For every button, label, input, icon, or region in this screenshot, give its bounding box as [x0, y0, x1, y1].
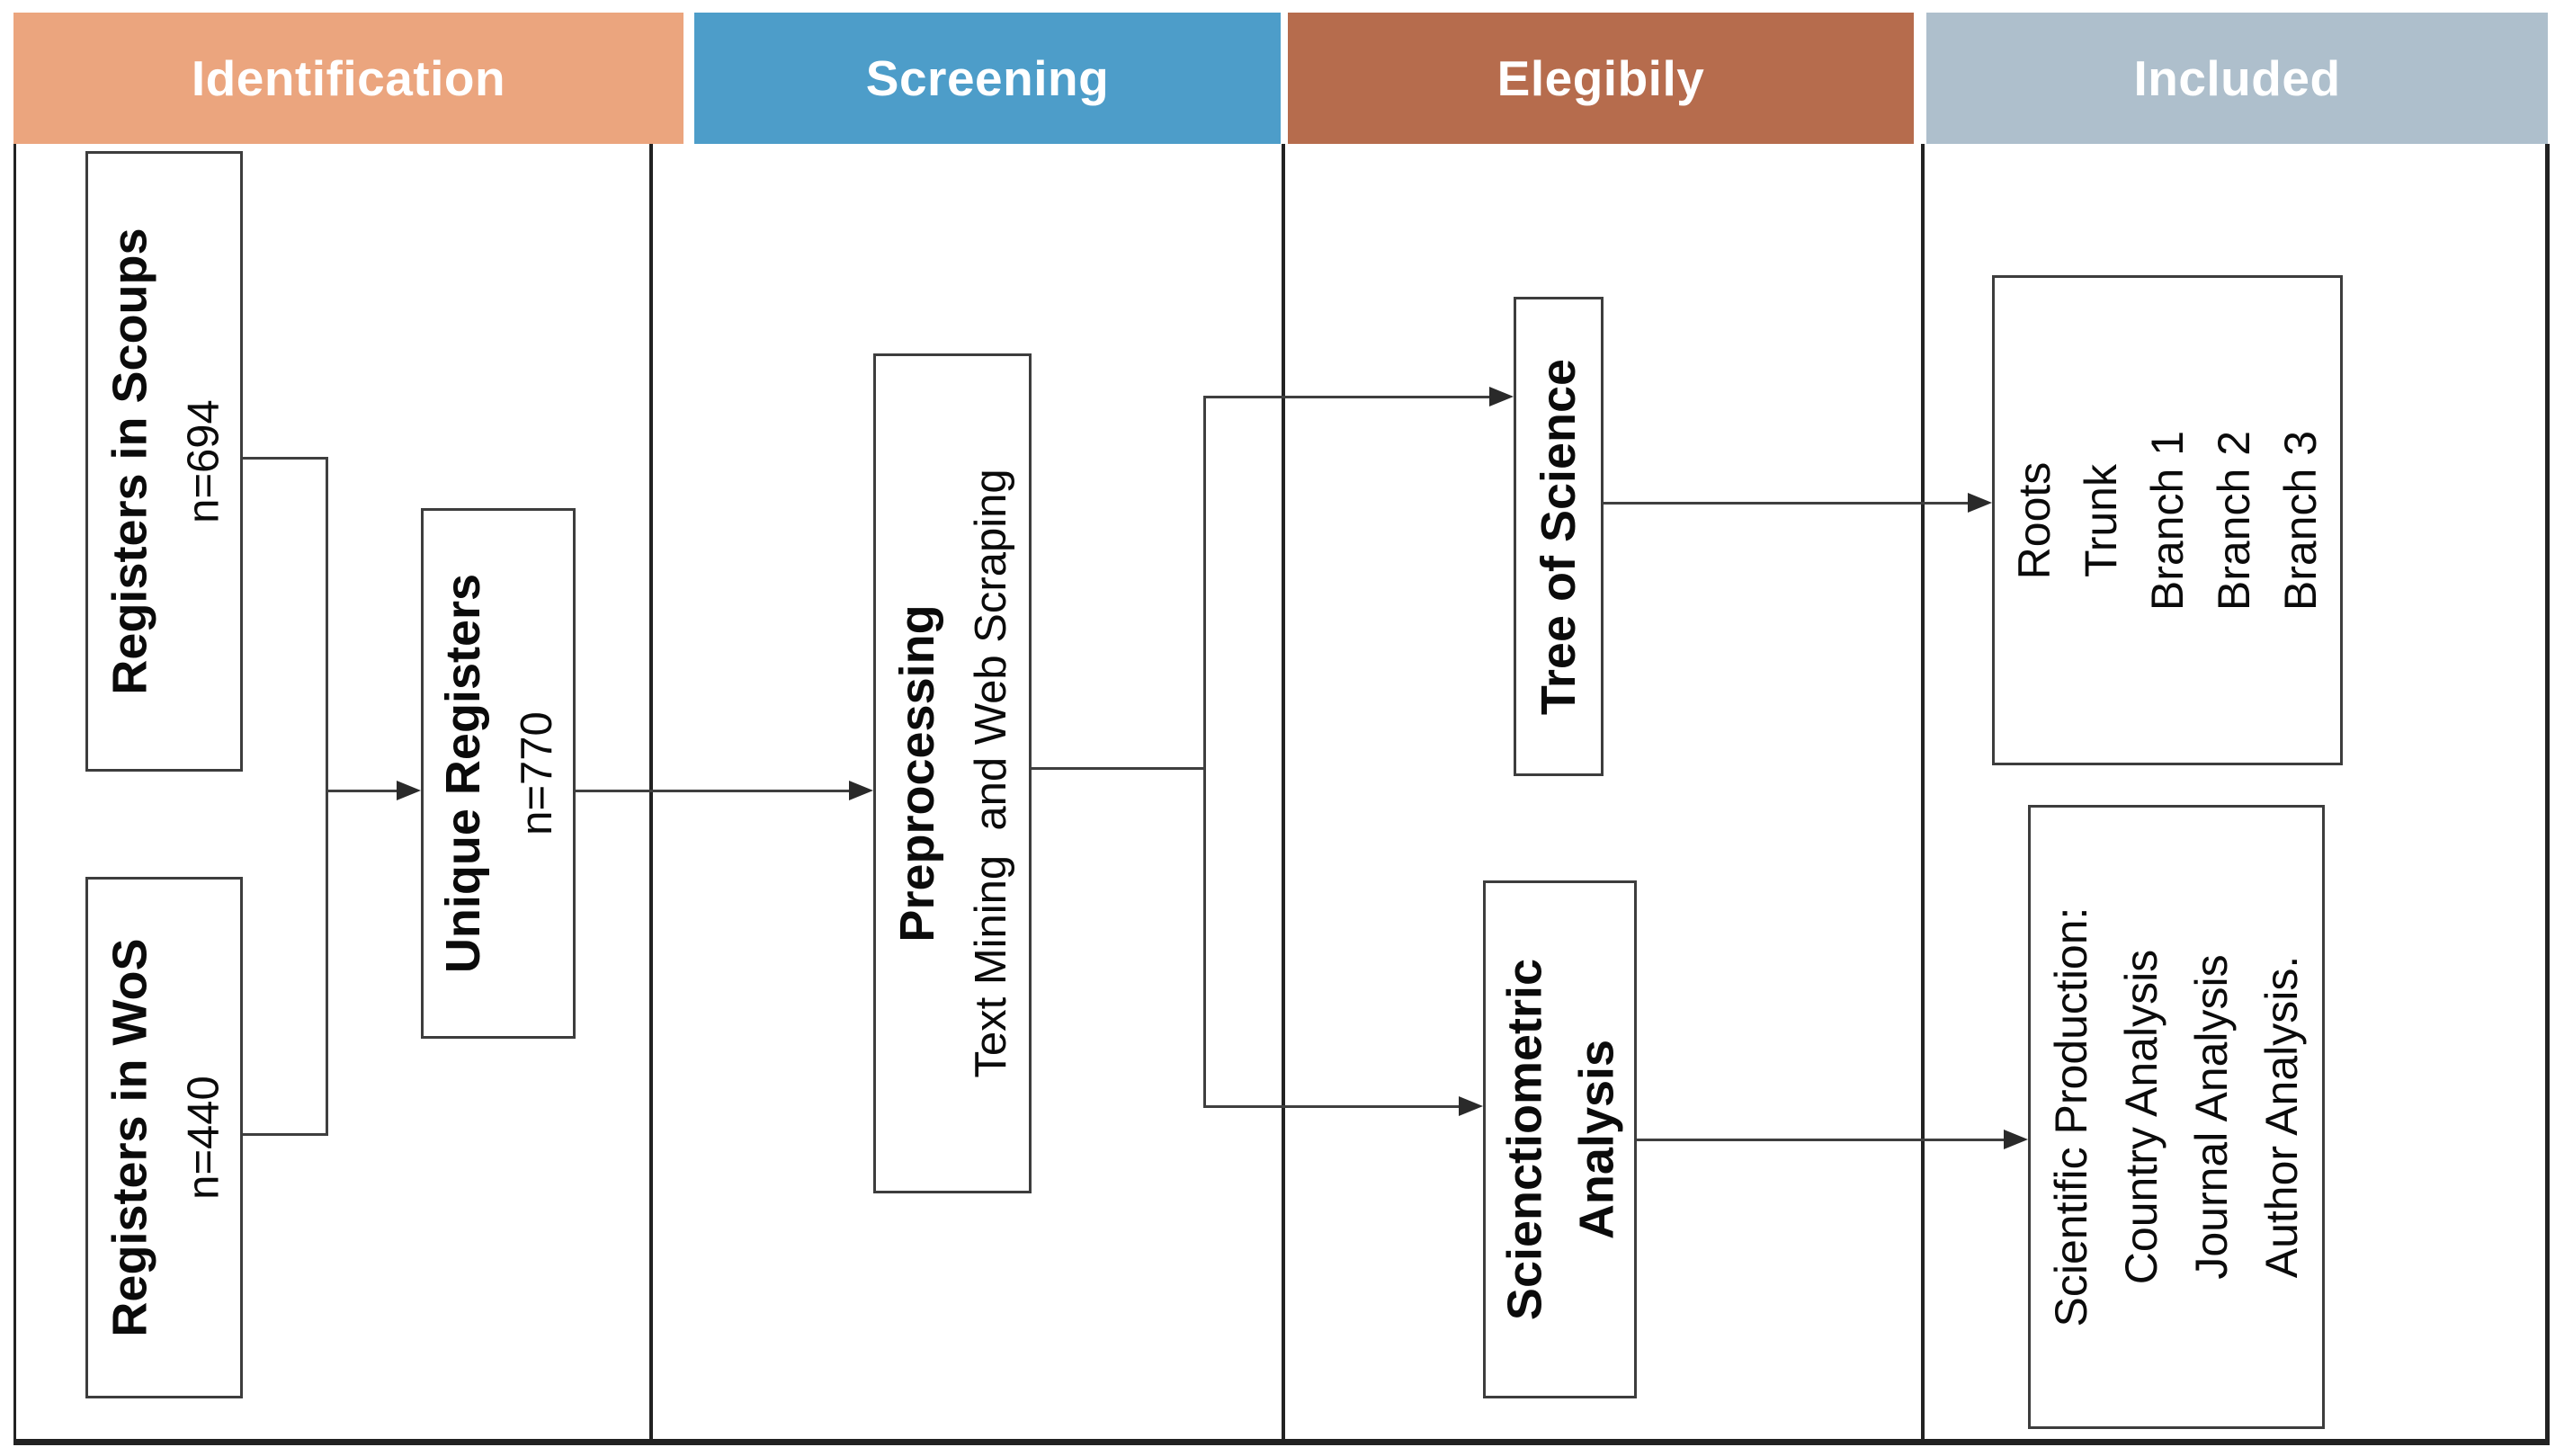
box-registers-in-wos-text: Registers in WoS n=440 [85, 877, 243, 1398]
connector-unique-registers-to-preprocessing [576, 790, 851, 792]
connector-junction-to-tree-of-science [1203, 396, 1491, 398]
scientific-production-country: Country Analysis [2116, 949, 2166, 1285]
box-unique-registers-text: Unique Registers n=770 [421, 508, 576, 1039]
registers-scoups-count: n=694 [178, 399, 228, 523]
column-header-elegibily: Elegibily [1288, 13, 1914, 144]
tos-result-branch1: Branch 1 [2142, 430, 2193, 611]
connector-wos-to-bracket [243, 1133, 327, 1136]
column-header-elegibily-label: Elegibily [1496, 50, 1705, 106]
column-header-identification: Identification [13, 13, 683, 144]
connector-junction-to-scienctiometric [1203, 1105, 1461, 1108]
scientific-production-author: Author Analysis. [2256, 955, 2307, 1279]
scienctiometric-line1: Scienctiometric [1496, 958, 1551, 1321]
box-registers-in-scoups: Registers in Scoups n=694 [85, 151, 243, 772]
box-scientific-production: Scientific Production: Country Analysis … [2028, 805, 2325, 1429]
arrowhead-into-scienctiometric [1459, 1096, 1483, 1116]
frame-bottom-border [13, 1439, 2550, 1445]
scientific-production-title: Scientific Production: [2046, 907, 2096, 1327]
box-scienctiometric-analysis-text: Scienctiometric Analysis [1483, 880, 1637, 1398]
unique-registers-title: Unique Registers [436, 573, 490, 974]
connector-scoups-to-bracket [243, 457, 327, 460]
connector-scienctiometric-to-scientific-production [1637, 1139, 2005, 1141]
arrowhead-into-tos-results [1968, 493, 1992, 513]
registers-wos-count: n=440 [178, 1076, 228, 1200]
tos-result-branch3: Branch 3 [2275, 430, 2326, 611]
registers-scoups-title: Registers in Scoups [102, 228, 156, 695]
column-header-included: Included [1926, 13, 2548, 144]
box-tree-of-science-text: Tree of Science [1514, 297, 1604, 776]
box-preprocessing-text: Preprocessing Text Mining and Web Scrapi… [873, 353, 1032, 1193]
frame-right-border [2545, 144, 2550, 1445]
box-unique-registers: Unique Registers n=770 [421, 508, 576, 1039]
column-header-screening: Screening [694, 13, 1281, 144]
tree-of-science-title: Tree of Science [1532, 358, 1586, 715]
arrowhead-into-tree-of-science [1489, 387, 1514, 406]
column-header-included-label: Included [2133, 50, 2341, 106]
box-scientific-production-text: Scientific Production: Country Analysis … [2028, 805, 2325, 1429]
connector-bracket-to-unique-registers [326, 790, 399, 792]
tos-result-trunk: Trunk [2076, 463, 2126, 577]
preprocessing-title: Preprocessing [890, 604, 944, 942]
tos-result-roots: Roots [2009, 461, 2059, 579]
box-tree-of-science-results: Roots Trunk Branch 1 Branch 2 Branch 3 [1992, 275, 2343, 765]
frame-left-border [13, 144, 16, 1445]
column-divider-elegibily-included [1921, 144, 1925, 1439]
box-tree-of-science: Tree of Science [1514, 297, 1604, 776]
arrowhead-into-scientific-production [2004, 1130, 2028, 1149]
box-tree-of-science-results-text: Roots Trunk Branch 1 Branch 2 Branch 3 [1992, 275, 2343, 765]
connector-preprocessing-out [1032, 767, 1206, 770]
box-scienctiometric-analysis: Scienctiometric Analysis [1483, 880, 1637, 1398]
arrowhead-into-unique-registers [397, 781, 421, 800]
column-header-identification-label: Identification [191, 50, 506, 106]
column-divider-screening-elegibily [1282, 144, 1285, 1439]
preprocessing-subtitle: Text Mining and Web Scraping [967, 469, 1015, 1078]
unique-registers-count: n=770 [513, 711, 561, 835]
connector-junction-vertical [1203, 396, 1206, 1108]
registers-wos-title: Registers in WoS [102, 938, 156, 1337]
box-registers-in-wos: Registers in WoS n=440 [85, 877, 243, 1398]
column-header-screening-label: Screening [865, 50, 1110, 106]
scienctiometric-line2: Analysis [1568, 1039, 1623, 1240]
connector-bracket-vertical [326, 457, 328, 1136]
box-registers-in-scoups-text: Registers in Scoups n=694 [85, 151, 243, 772]
box-preprocessing: Preprocessing Text Mining and Web Scrapi… [873, 353, 1032, 1193]
arrowhead-into-preprocessing [849, 781, 873, 800]
scientific-production-journal: Journal Analysis [2186, 954, 2237, 1280]
connector-tree-of-science-to-results [1604, 502, 1969, 505]
tos-result-branch2: Branch 2 [2209, 430, 2259, 611]
